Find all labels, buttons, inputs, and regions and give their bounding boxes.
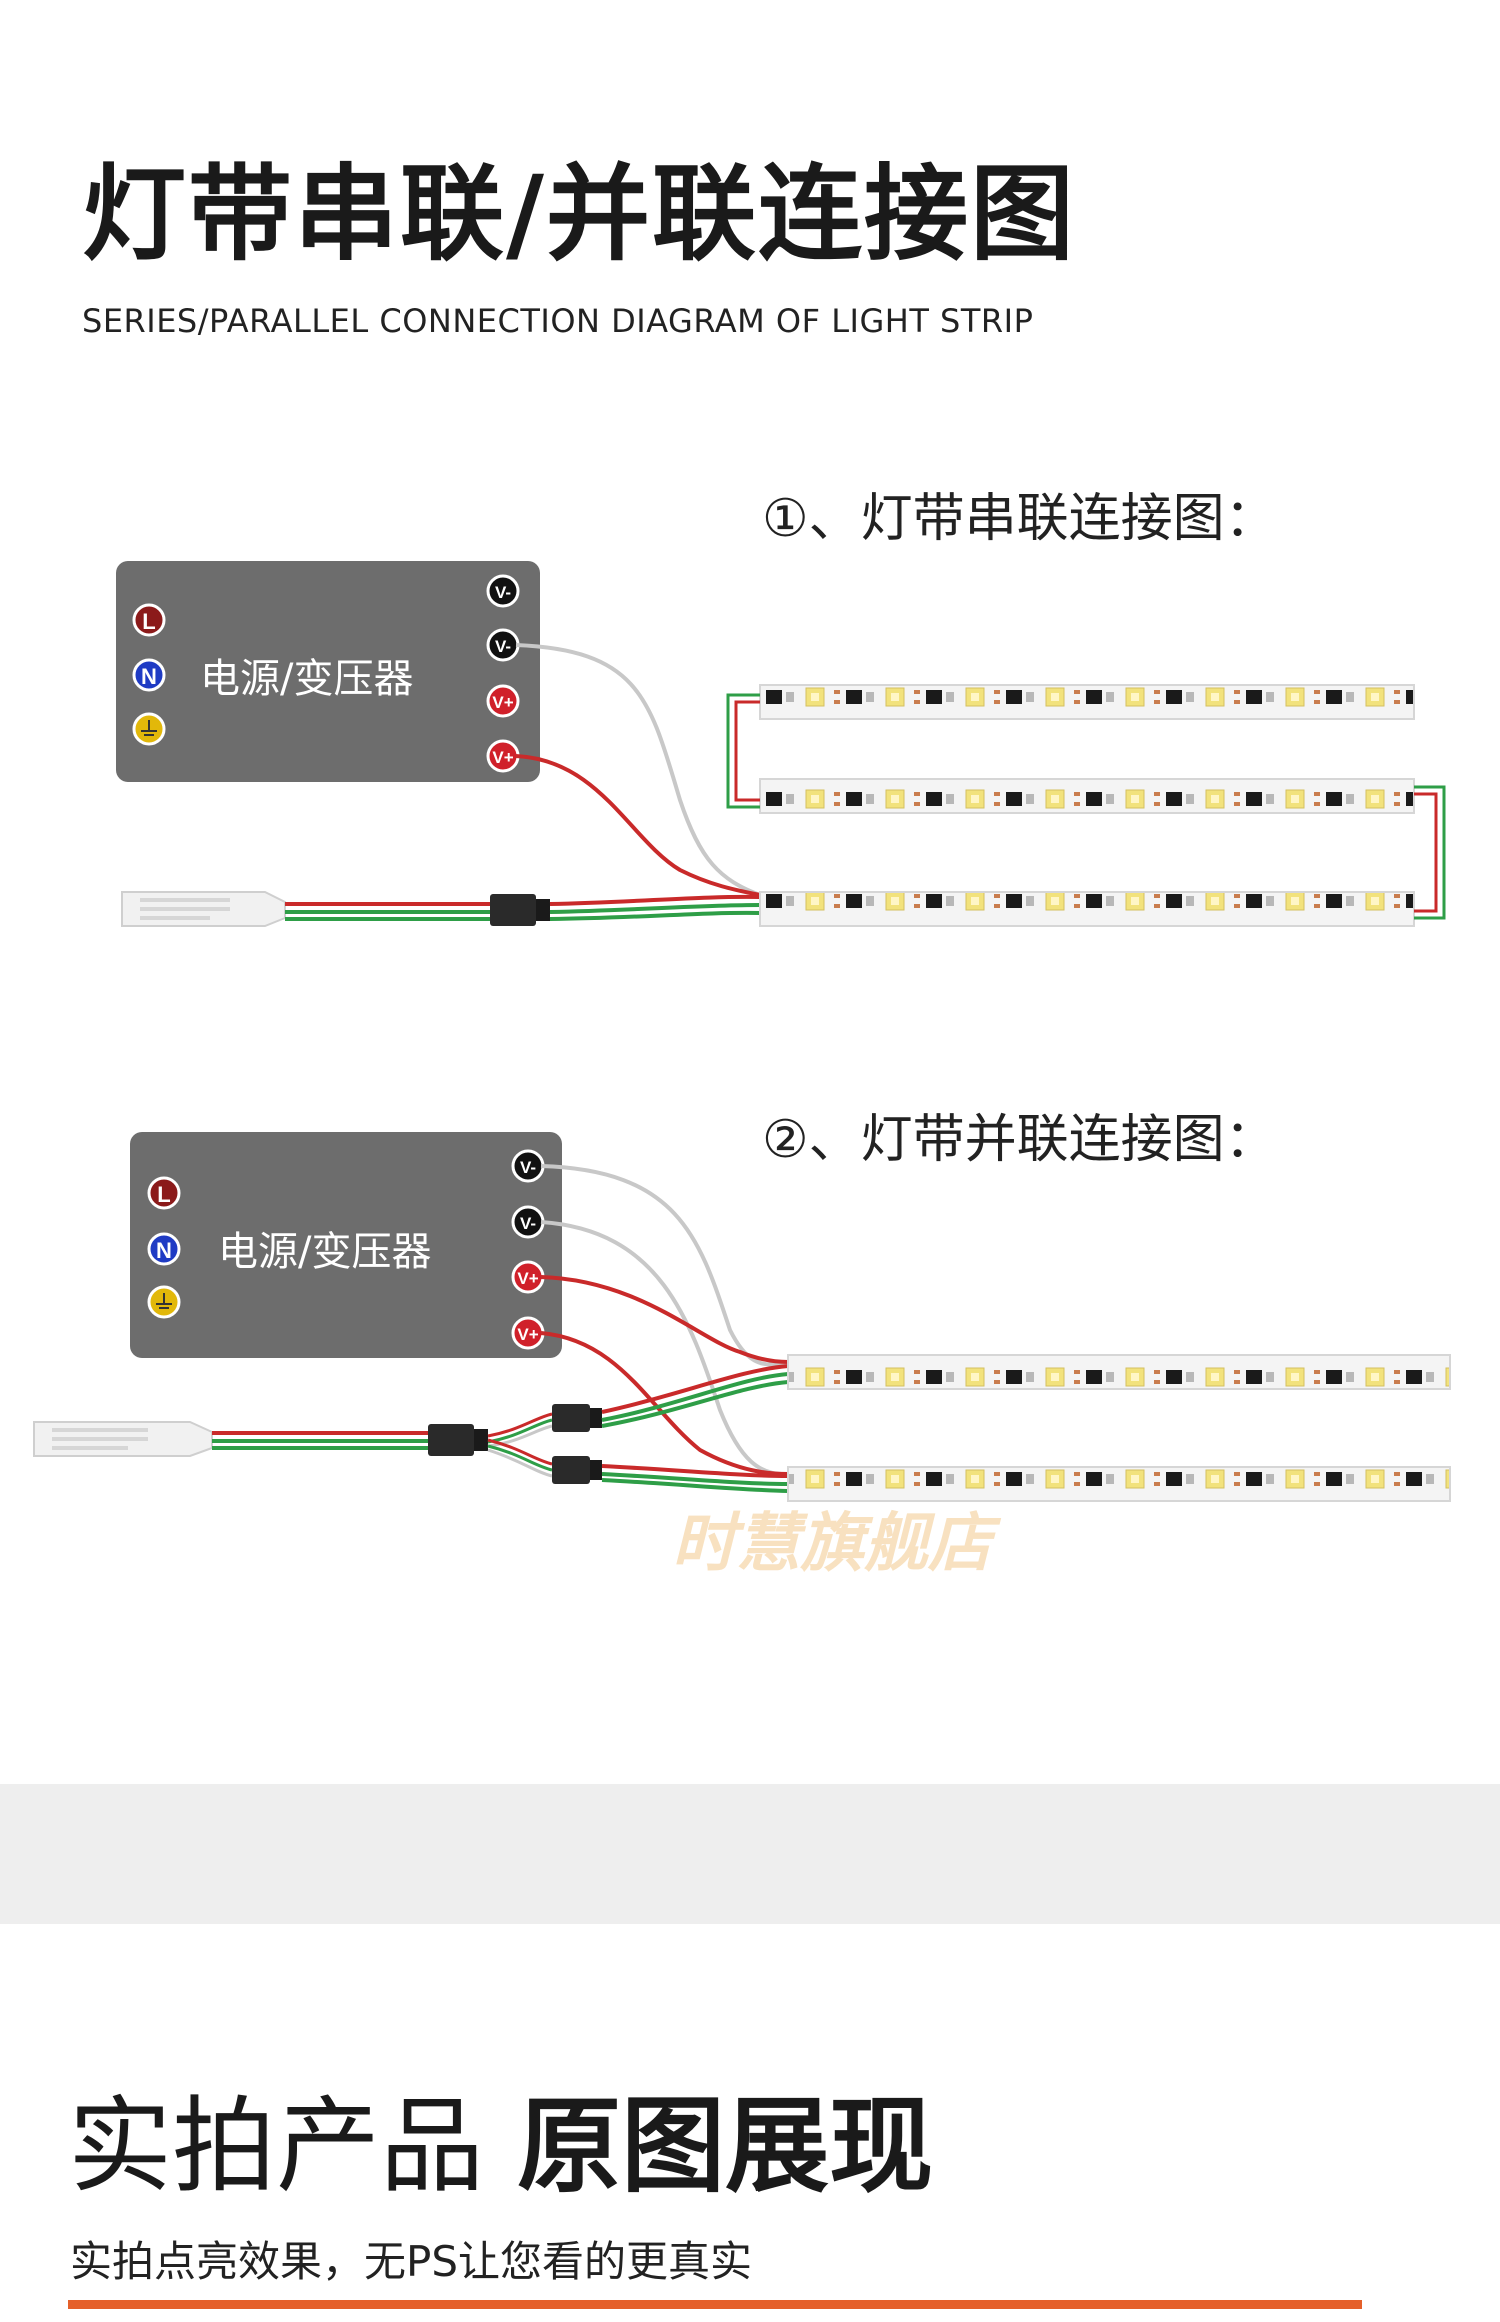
series-terminal-L-label: L <box>142 609 155 634</box>
ground-icon <box>147 1285 181 1319</box>
parallel-terminal-vminus-1: V- <box>511 1149 545 1183</box>
parallel-diagram: L N 电源/变压器 V- V- V+ V+ <box>33 1132 1451 1502</box>
connection-diagrams: L N 电源/变压器 V- V- V+ V+ <box>33 561 1451 1502</box>
series-section-title: ①、灯带串联连接图： <box>762 489 1277 549</box>
photo-section-title: 实拍产品 原图展现 <box>68 2094 933 2198</box>
series-wire-white <box>515 643 761 897</box>
parallel-strip-2 <box>787 1466 1451 1502</box>
photo-title-bold: 原图展现 <box>517 2085 934 2207</box>
parallel-terminal-vminus-2: V- <box>511 1205 545 1239</box>
svg-text:L: L <box>157 1182 170 1207</box>
svg-text:V-: V- <box>520 1214 536 1233</box>
parallel-strip-1 <box>787 1354 1451 1390</box>
store-watermark: 时慧旗舰店 <box>672 1507 992 1581</box>
parallel-power-box <box>130 1132 562 1358</box>
parallel-terminal-vplus-2: V+ <box>511 1316 545 1350</box>
svg-text:N: N <box>156 1238 172 1263</box>
series-strip-3 <box>759 891 1415 927</box>
svg-text:V-: V- <box>495 583 511 602</box>
page-subtitle: SERIES/PARALLEL CONNECTION DIAGRAM OF LI… <box>82 302 1034 340</box>
svg-text:V-: V- <box>520 1158 536 1177</box>
series-power-box <box>116 561 540 782</box>
series-terminal-L: L <box>132 603 166 637</box>
parallel-terminal-L: L <box>147 1176 181 1210</box>
series-diagram: L N 电源/变压器 V- V- V+ V+ <box>116 561 1446 927</box>
parallel-power-box-label: 电源/变压器 <box>218 1229 431 1275</box>
connector-icon <box>552 1456 602 1484</box>
parallel-terminal-N: N <box>147 1232 181 1266</box>
accent-bar <box>68 2300 1362 2309</box>
svg-text:V-: V- <box>495 637 511 656</box>
series-power-box-label: 电源/变压器 <box>200 656 413 702</box>
svg-text:V+: V+ <box>492 748 513 767</box>
page-title: 灯带串联/并联连接图 <box>82 153 1076 275</box>
connector-icon <box>428 1424 488 1456</box>
connector-icon <box>490 894 550 926</box>
series-terminal-N: N <box>132 658 166 692</box>
photo-section-subtitle: 实拍点亮效果，无PS让您看的更真实 <box>70 2237 752 2286</box>
parallel-section-title: ②、灯带并联连接图： <box>762 1110 1277 1170</box>
series-terminal-vminus-1: V- <box>486 574 520 608</box>
connector-icon <box>552 1404 602 1432</box>
series-terminal-vplus-2: V+ <box>486 739 520 773</box>
controller-icon <box>121 891 286 927</box>
series-strip-1 <box>759 684 1415 720</box>
series-wire-red <box>515 754 761 897</box>
ground-icon <box>132 712 166 746</box>
series-terminal-N-label: N <box>141 664 157 689</box>
photo-title-light: 实拍产品 <box>68 2085 485 2207</box>
controller-icon <box>33 1421 213 1457</box>
section-divider-band <box>0 1784 1500 1924</box>
svg-text:V+: V+ <box>492 693 513 712</box>
parallel-terminal-vplus-1: V+ <box>511 1260 545 1294</box>
svg-text:V+: V+ <box>517 1325 538 1344</box>
series-terminal-vminus-2: V- <box>486 628 520 662</box>
series-strip-2 <box>759 778 1415 814</box>
svg-text:V+: V+ <box>517 1269 538 1288</box>
series-terminal-vplus-1: V+ <box>486 684 520 718</box>
